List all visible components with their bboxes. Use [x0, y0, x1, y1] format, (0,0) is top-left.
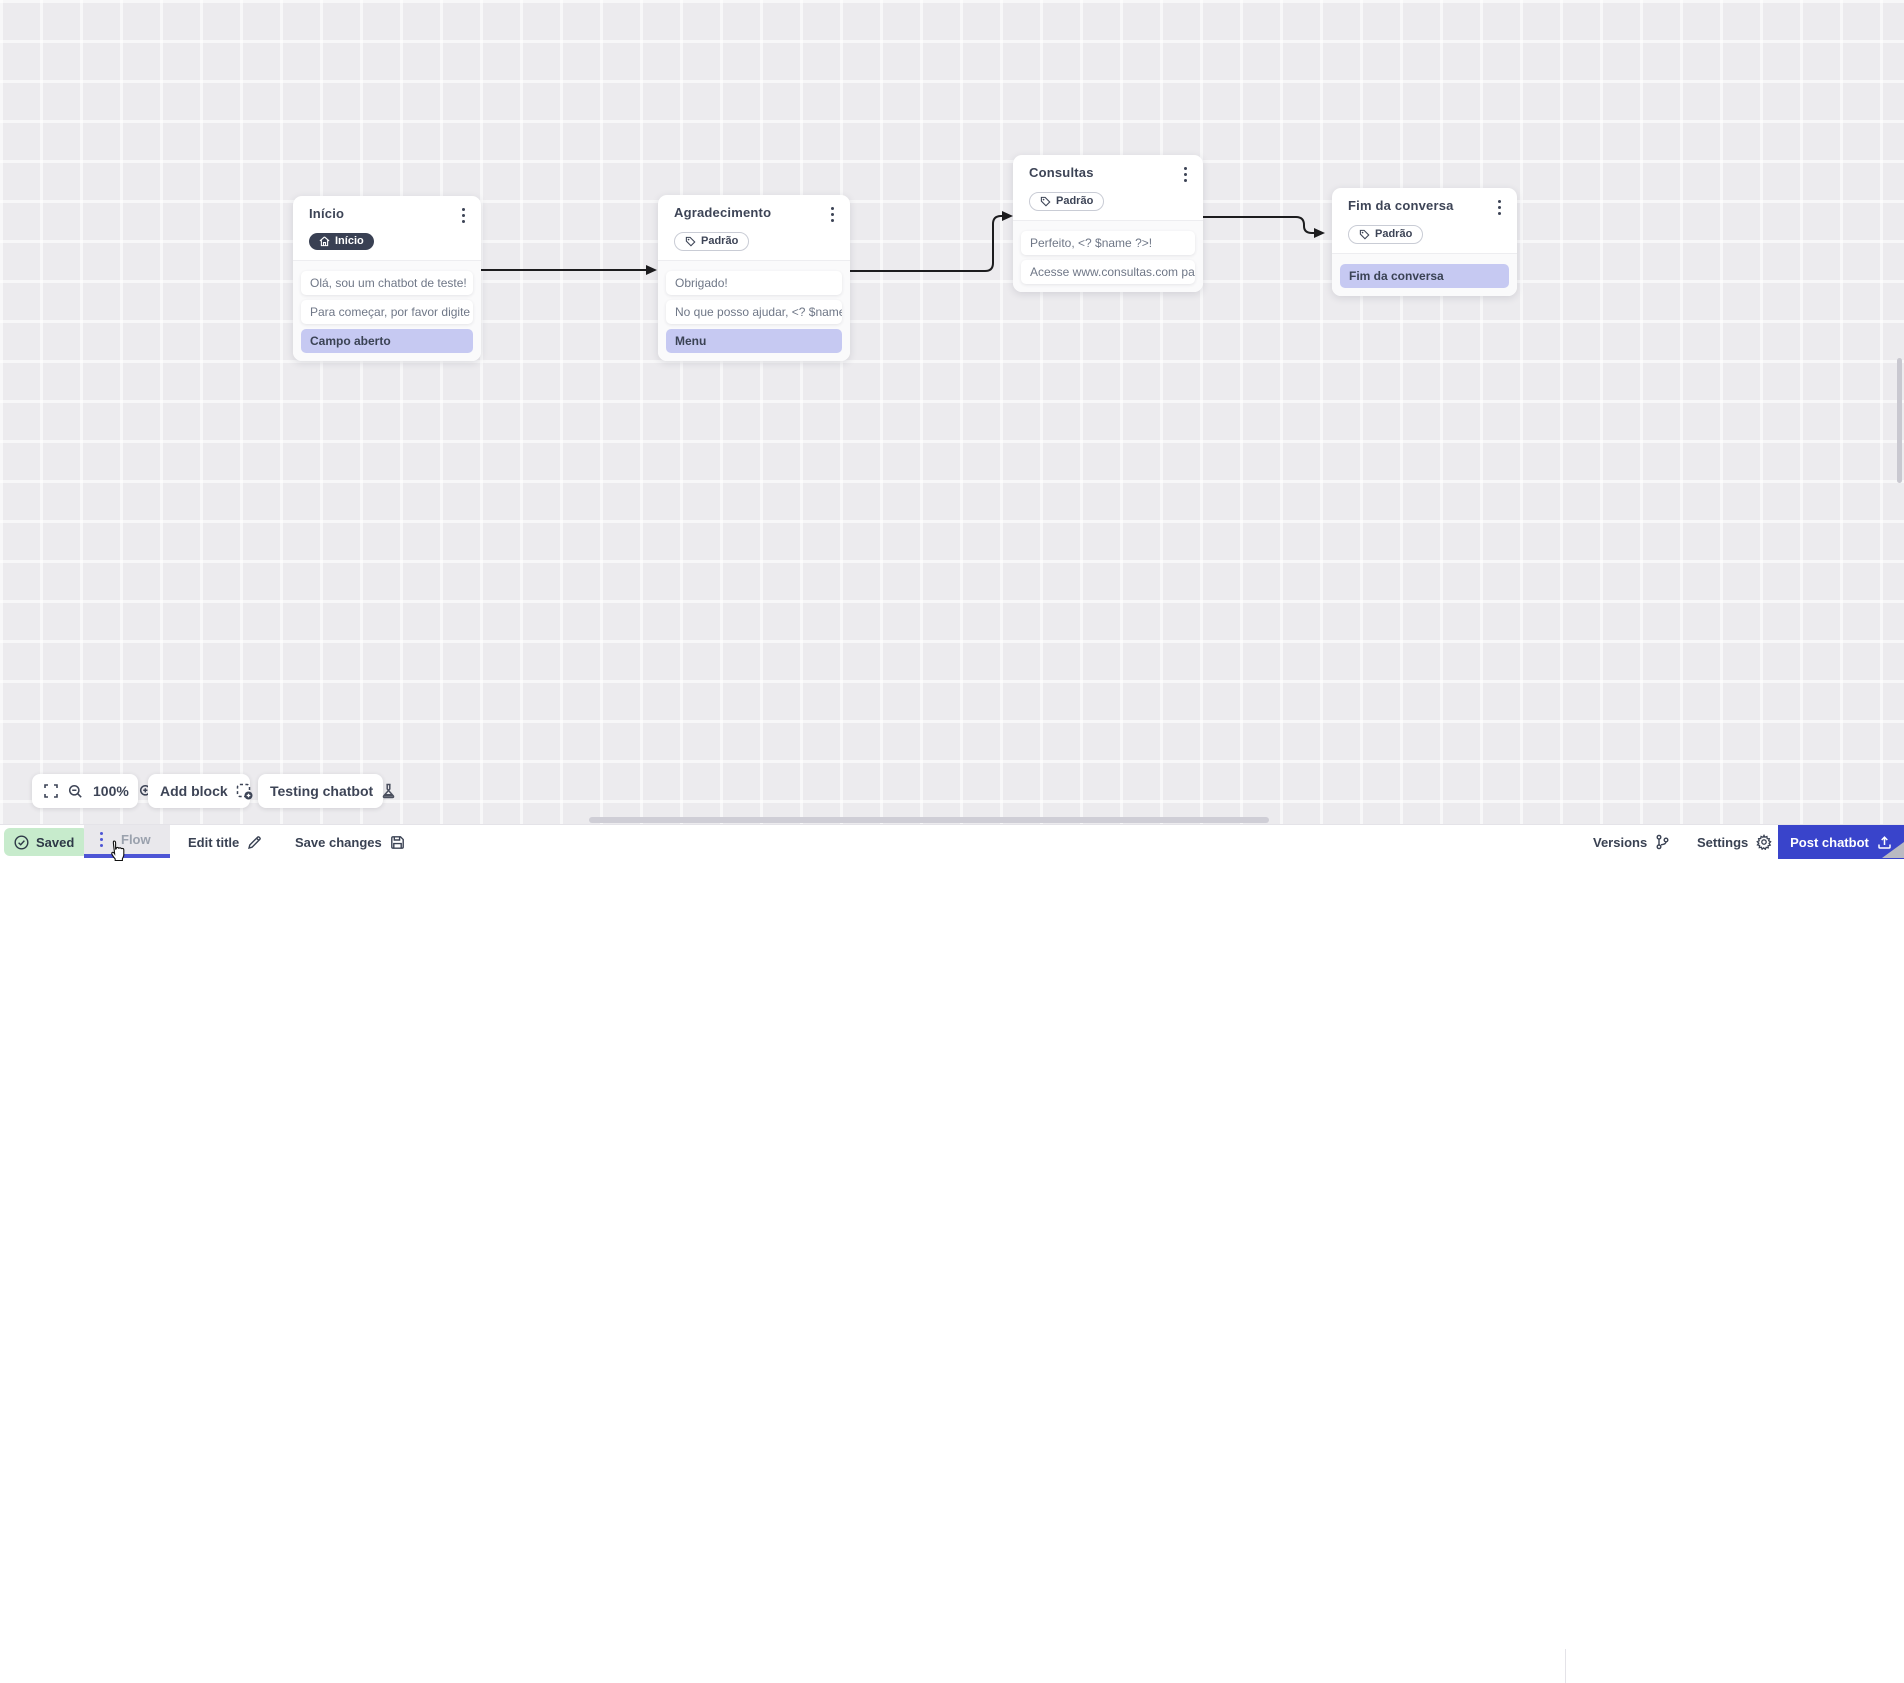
kebab-menu-icon[interactable] — [827, 205, 838, 224]
zoom-out-icon[interactable] — [68, 784, 83, 799]
flow-node-inicio[interactable]: Início Início Olá, sou um chatbot de tes… — [293, 196, 481, 361]
kebab-menu-icon[interactable] — [1494, 198, 1505, 217]
add-block-button[interactable]: Add block — [148, 774, 253, 808]
testing-chatbot-button[interactable]: Testing chatbot — [258, 774, 395, 808]
save-icon — [390, 835, 404, 849]
message-row[interactable]: No que posso ajudar, <? $name ... — [666, 300, 842, 324]
node-header: Fim da conversa Padrão — [1332, 188, 1517, 253]
saved-status-badge: Saved — [4, 828, 89, 856]
message-row[interactable]: Olá, sou um chatbot de teste! — [301, 271, 473, 295]
node-body: Fim da conversa — [1332, 253, 1517, 296]
pencil-icon — [248, 835, 262, 849]
bottom-bar: Saved Flow Edit title Save changes Versi… — [0, 824, 1904, 1683]
flow-node-fim-da-conversa[interactable]: Fim da conversa Padrão Fim da conversa — [1332, 188, 1517, 296]
versions-button[interactable]: Versions — [1593, 825, 1670, 859]
node-type-badge: Início — [309, 233, 374, 250]
corner-grip — [1882, 842, 1904, 858]
message-row[interactable]: Acesse www.consultas.com par... — [1021, 260, 1195, 284]
flow-node-agradecimento[interactable]: Agradecimento Padrão Obrigado! No que po… — [658, 195, 850, 361]
node-title: Início — [309, 206, 345, 221]
message-row[interactable]: Perfeito, <? $name ?>! — [1021, 231, 1195, 255]
tab-flow[interactable]: Flow — [84, 825, 170, 858]
zoom-level: 100% — [93, 783, 129, 799]
node-type-badge: Padrão — [674, 232, 750, 251]
flow-connections — [481, 211, 1325, 275]
node-body: Perfeito, <? $name ?>! Acesse www.consul… — [1013, 220, 1203, 292]
message-row[interactable]: Obrigado! — [666, 271, 842, 295]
check-circle-icon — [14, 834, 29, 850]
output-row[interactable]: Menu — [666, 329, 842, 353]
tag-icon — [685, 236, 696, 247]
add-block-icon — [236, 783, 253, 800]
edit-title-button[interactable]: Edit title — [188, 825, 262, 859]
node-title: Agradecimento — [674, 205, 772, 220]
output-row[interactable]: Campo aberto — [301, 329, 473, 353]
fullscreen-icon[interactable] — [44, 784, 58, 798]
gear-icon — [1756, 834, 1772, 850]
horizontal-scrollbar[interactable] — [589, 817, 1269, 823]
vertical-scrollbar[interactable] — [1897, 358, 1902, 483]
tag-icon — [1359, 229, 1370, 240]
canvas-zoom-toolbar: 100% — [32, 774, 153, 808]
node-title: Fim da conversa — [1348, 198, 1454, 213]
flow-kebab-menu-icon[interactable] — [96, 830, 107, 849]
branch-icon — [1656, 834, 1669, 850]
flask-icon — [381, 783, 396, 799]
node-type-badge: Padrão — [1348, 225, 1424, 244]
node-header: Agradecimento Padrão — [658, 195, 850, 260]
output-row[interactable]: Fim da conversa — [1340, 264, 1509, 288]
tag-icon — [1040, 196, 1051, 207]
flow-node-consultas[interactable]: Consultas Padrão Perfeito, <? $name ?>! … — [1013, 155, 1203, 292]
flow-canvas[interactable]: Início Início Olá, sou um chatbot de tes… — [0, 0, 1904, 824]
node-body: Olá, sou um chatbot de teste! Para começ… — [293, 260, 481, 361]
node-header: Início Início — [293, 196, 481, 260]
node-header: Consultas Padrão — [1013, 155, 1203, 220]
node-title: Consultas — [1029, 165, 1094, 180]
home-icon — [319, 236, 330, 247]
kebab-menu-icon[interactable] — [1180, 165, 1191, 184]
node-body: Obrigado! No que posso ajudar, <? $name … — [658, 260, 850, 361]
kebab-menu-icon[interactable] — [458, 206, 469, 225]
save-changes-button[interactable]: Save changes — [295, 825, 405, 859]
message-row[interactable]: Para começar, por favor digite o ... — [301, 300, 473, 324]
settings-button[interactable]: Settings — [1697, 825, 1772, 859]
node-type-badge: Padrão — [1029, 192, 1105, 211]
bottom-bar-divider — [1565, 1649, 1566, 1683]
